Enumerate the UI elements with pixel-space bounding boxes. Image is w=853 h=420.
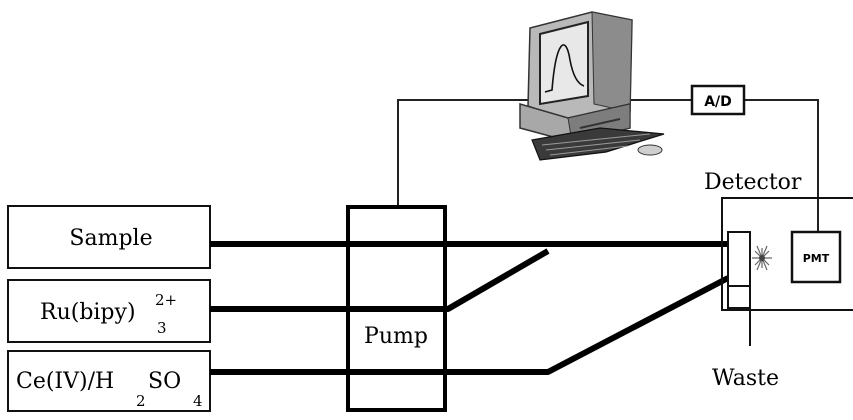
pump-label: Pump xyxy=(364,324,428,349)
ruthenium-label: Ru(bipy) xyxy=(40,300,136,325)
cerium-sub-4: 4 xyxy=(193,392,203,410)
pump: Pump xyxy=(346,205,447,412)
signal-wires xyxy=(397,99,819,232)
mouse xyxy=(637,144,663,156)
waste-label: Waste xyxy=(712,366,779,391)
computer-icon xyxy=(519,11,665,161)
emission-burst-icon xyxy=(752,245,772,271)
flow-tubes xyxy=(210,241,730,375)
ruthenium-charge: 2+ xyxy=(155,291,177,309)
detector-housing xyxy=(721,197,853,311)
pmt-label: PMT xyxy=(803,252,830,265)
waste-outlet: Waste xyxy=(712,288,779,391)
flow-cell xyxy=(727,231,751,287)
ad-label: A/D xyxy=(704,94,732,110)
ad-converter: A/D xyxy=(690,84,746,116)
cerium-box xyxy=(7,350,211,412)
sample-box xyxy=(7,205,211,269)
ruthenium-tube xyxy=(210,248,550,312)
screen-peak-curve xyxy=(544,44,585,93)
pmt-box xyxy=(790,230,842,284)
sample-label: Sample xyxy=(69,226,152,251)
pump-to-computer-wire xyxy=(397,99,530,207)
cerium-so: SO xyxy=(148,369,181,394)
reagent-boxes: Sample Ru(bipy) 2+ 3 Ce(IV)/H 2 SO 4 xyxy=(7,205,211,412)
detector-label: Detector xyxy=(704,170,802,195)
detector: Detector PMT xyxy=(704,170,853,311)
cerium-sub-2: 2 xyxy=(136,392,146,410)
cerium-label: Ce(IV)/H xyxy=(16,369,114,394)
ad-to-pmt-wire xyxy=(744,99,819,232)
cerium-tube xyxy=(210,275,730,375)
ruthenium-subscript: 3 xyxy=(157,319,167,337)
